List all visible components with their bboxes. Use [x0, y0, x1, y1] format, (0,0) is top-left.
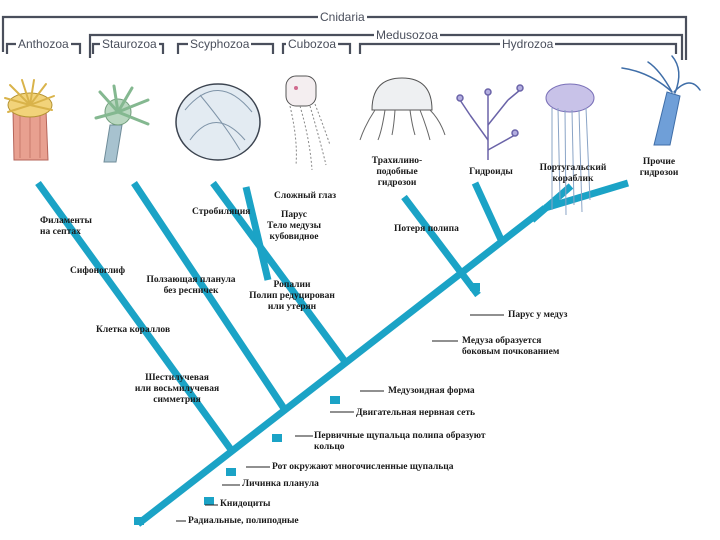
taxon-hydroids: Гидроиды [469, 167, 513, 177]
anthozoa-label: Anthozoa [16, 37, 71, 51]
branch-other-hydrozoa [543, 179, 630, 212]
trait-mark [272, 434, 282, 442]
cnidaria-label: Cnidaria [318, 10, 367, 24]
branch-anthozoa [35, 180, 235, 454]
tree-trunk [135, 205, 548, 527]
portuguese-man-o-war-icon [545, 83, 595, 216]
branch-scyphozoa [210, 180, 349, 366]
trait-primary-tentacles: Первичные щупальца полипа образуют кольц… [314, 431, 486, 452]
hydroid-colony-icon [456, 84, 524, 160]
trait-strobilation: Стробиляция [192, 207, 251, 217]
trait-cnidocytes: Книдоциты [220, 499, 271, 509]
taxon-trachylines: Трахилино- подобные гидрозои [371, 156, 423, 188]
trait-siphonoglyph: Сифоноглиф [70, 266, 126, 276]
trait-complex-eye: Сложный глаз [274, 191, 337, 201]
trait-mark [204, 497, 214, 505]
scyphozoa-label: Scyphozoa [188, 37, 252, 51]
trait-radial-polypoid: Радиальные, полиподные [188, 516, 299, 526]
box-jellyfish-icon [285, 75, 331, 171]
trait-rhopalia: Ропалии Полип редуцирован или утерян [249, 280, 335, 312]
scyphozoan-jellyfish-icon [175, 83, 261, 161]
trachyline-medusa-icon [359, 77, 446, 141]
staurozoa-label: Staurozoa [100, 37, 159, 51]
sea-anemone-icon [4, 79, 55, 161]
trait-mark [470, 283, 480, 291]
taxon-other-hydrozoa: Прочие гидрозои [639, 157, 679, 178]
trait-symmetry: Шестилучевая или восьмилучевая симметрия [134, 373, 220, 405]
cubozoa-label: Cubozoa [286, 37, 339, 51]
branch-cubozoa [242, 186, 272, 281]
trait-velum-box-body: Парус Тело медузы кубовидное [267, 210, 321, 242]
hydrozoa-label: Hydrozoa [500, 37, 556, 51]
leader-lines [176, 314, 504, 522]
trait-polyp-loss: Потеря полипа [394, 224, 459, 234]
trait-lateral-budding: Медуза образуется боковым почкованием [462, 336, 560, 357]
taxon-portuguese-man-o-war: Португальский кораблик [539, 163, 607, 184]
trait-motor-nerve-net: Двигательная нервная сеть [356, 408, 476, 418]
trait-mark [330, 396, 340, 404]
branch-staurozoa [131, 181, 288, 412]
trait-mark [134, 517, 144, 525]
trait-velum-medusa: Парус у медуз [508, 310, 568, 320]
trait-filaments: Филаменты на септах [40, 216, 92, 237]
trait-marks [134, 283, 480, 525]
branch-hydroids [471, 181, 507, 246]
trait-crawling-planula: Ползающая планула без ресничек [146, 275, 236, 296]
trait-mouth-tentacles: Рот окружают многочисленные щупальца [272, 462, 454, 472]
tree [35, 179, 630, 527]
trait-mark [226, 468, 236, 476]
trait-planula-larva: Личинка планула [242, 479, 319, 489]
medusozoa-label: Medusozoa [374, 28, 441, 42]
trait-coral-skeleton: Клетка кораллов [96, 325, 171, 335]
trait-medusoid-form: Медузоидная форма [388, 386, 475, 396]
stalked-jellyfish-icon [94, 84, 150, 163]
branch-hydrozoa [401, 194, 481, 298]
hydra-icon [621, 55, 701, 146]
